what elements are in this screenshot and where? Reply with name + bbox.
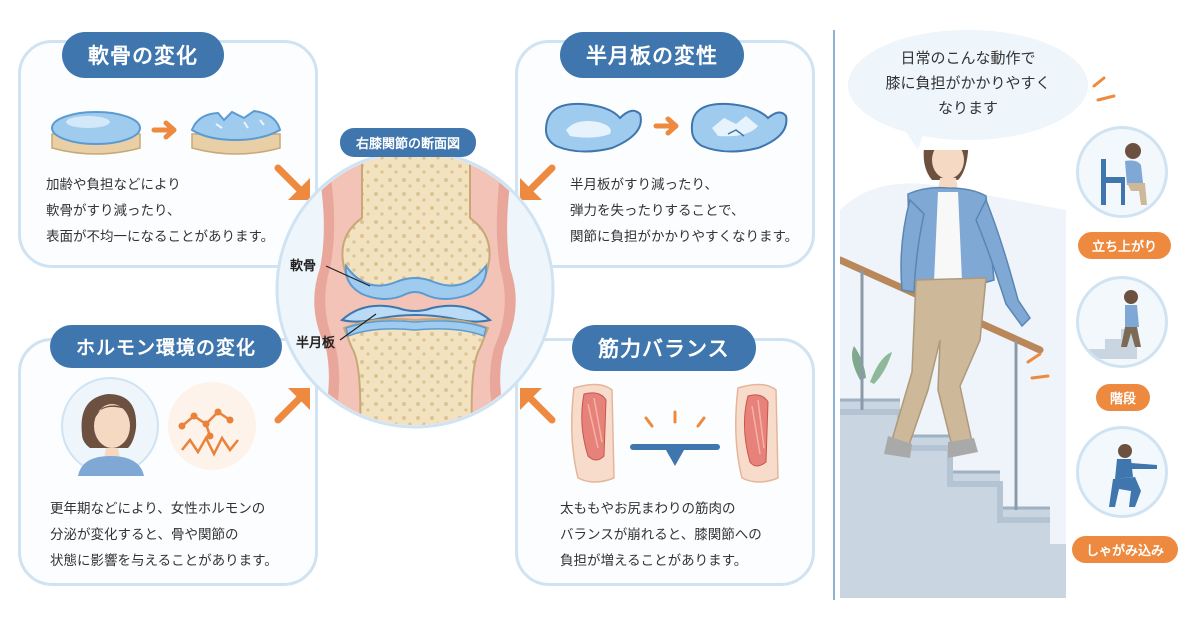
squat-circle (1076, 426, 1168, 518)
woman-figure (884, 150, 1031, 458)
worn-meniscus-icon (690, 102, 788, 153)
standing-up-circle (1076, 126, 1168, 218)
cartilage-title: 軟骨の変化 (62, 32, 224, 78)
stairs-icon (1089, 290, 1141, 359)
squat-icon (1109, 444, 1157, 507)
arrow-right-icon (151, 120, 177, 140)
meniscus-description: 半月板がすり減ったり、 弾力を失ったりすることで、 関節に負担がかかりやすくなり… (570, 177, 799, 245)
knee-diagram-title: 右膝関節の断面図 (340, 128, 477, 157)
cartilage-label: 軟骨 (290, 259, 317, 274)
meniscus-layer (339, 304, 493, 323)
hormone-description: 更年期などにより、女性ホルモンの 分泌が変化すると、骨や関節の 状態に影響を与え… (50, 501, 278, 569)
meniscus-title: 半月板の変性 (560, 32, 744, 78)
arrow-up-left-icon (520, 388, 556, 424)
muscle-description: 太ももやお尻まわりの筋肉の バランスが崩れると、膝関節への 負担が増えることがあ… (560, 501, 762, 569)
hormone-card (18, 338, 318, 586)
meniscus-label: 半月板 (296, 336, 336, 351)
action-label-stairs: 階段 (1096, 384, 1151, 411)
speech-bubble-tail (902, 126, 926, 150)
healthy-cartilage-icon (51, 111, 141, 155)
knee-cross-section-diagram (275, 149, 555, 429)
woman-portrait-icon (61, 377, 159, 476)
stairs-circle (1076, 276, 1168, 368)
action-label-standing-up: 立ち上がり (1078, 232, 1172, 259)
hormone-title: ホルモン環境の変化 (50, 325, 283, 368)
speech-bubble-text: 日常のこんな動作で 膝に負担がかかりやすく なります (885, 49, 1051, 117)
panel-divider (833, 30, 835, 600)
tibia-bone (342, 318, 490, 425)
cartilage-layer (344, 263, 488, 300)
worn-cartilage-icon (190, 109, 282, 155)
muscle-title: 筋力バランス (572, 325, 756, 371)
muscle-balance-illustration (571, 383, 779, 483)
action-label-squat: しゃがみ込み (1072, 536, 1179, 563)
femur-bone (341, 153, 491, 291)
meniscus-card (515, 40, 815, 268)
woman-on-stairs-illustration (840, 150, 1066, 598)
emphasis-marks-icon (1092, 76, 1116, 102)
standing-up-icon (1101, 143, 1147, 205)
arrow-down-left-icon (520, 164, 556, 200)
speech-bubble (848, 30, 1088, 140)
healthy-meniscus-icon (544, 102, 642, 153)
cartilage-description: 加齢や負担などにより 軟骨がすり減ったり、 表面が不均一になることがあります。 (46, 177, 275, 245)
thigh-muscle-left-icon (571, 383, 615, 483)
balance-scale-icon (630, 410, 720, 466)
hormone-molecule-icon (168, 382, 256, 470)
arrow-up-right-icon (274, 388, 310, 424)
arrow-down-right-icon (274, 164, 310, 200)
cartilage-change-illustration (51, 109, 282, 155)
arrow-right-icon (653, 116, 679, 136)
meniscus-change-illustration (544, 102, 788, 153)
thigh-muscle-right-icon (735, 383, 779, 483)
